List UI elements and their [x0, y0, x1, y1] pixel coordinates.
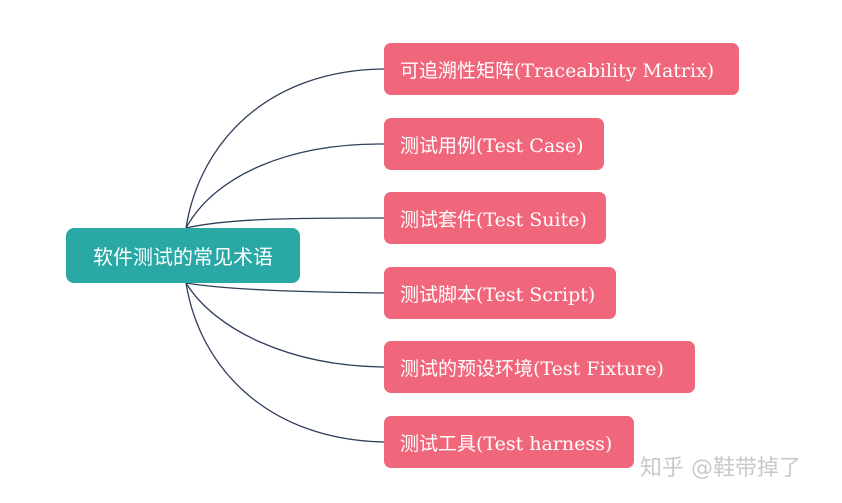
connector-line-5: [185, 282, 385, 443]
watermark-text: 知乎 @鞋带掉了: [640, 456, 801, 481]
zhihu-watermark: 知乎 @鞋带掉了: [640, 450, 801, 482]
branch-node-test-fixture: 测试的预设环境(Test Fixture): [384, 341, 695, 393]
root-topic-node: 软件测试的常见术语: [66, 228, 300, 283]
branch-node-traceability-matrix: 可追溯性矩阵(Traceability Matrix): [384, 43, 739, 95]
branch-label: 测试脚本(Test Script): [400, 283, 596, 306]
connector-line-0: [185, 68, 385, 229]
connector-line-1: [185, 143, 385, 229]
branch-label: 测试用例(Test Case): [400, 134, 584, 157]
branch-node-test-script: 测试脚本(Test Script): [384, 267, 616, 319]
branch-label: 测试的预设环境(Test Fixture): [400, 357, 664, 380]
connector-line-3: [185, 282, 385, 294]
branch-label: 测试套件(Test Suite): [400, 208, 587, 231]
branch-node-test-harness: 测试工具(Test harness): [384, 416, 634, 468]
connector-line-2: [185, 217, 385, 229]
root-topic-label: 软件测试的常见术语: [93, 245, 273, 269]
branch-node-test-case: 测试用例(Test Case): [384, 118, 604, 170]
connector-line-4: [185, 282, 385, 368]
branch-node-test-suite: 测试套件(Test Suite): [384, 192, 606, 244]
branch-label: 测试工具(Test harness): [400, 432, 613, 455]
branch-label: 可追溯性矩阵(Traceability Matrix): [400, 59, 715, 82]
